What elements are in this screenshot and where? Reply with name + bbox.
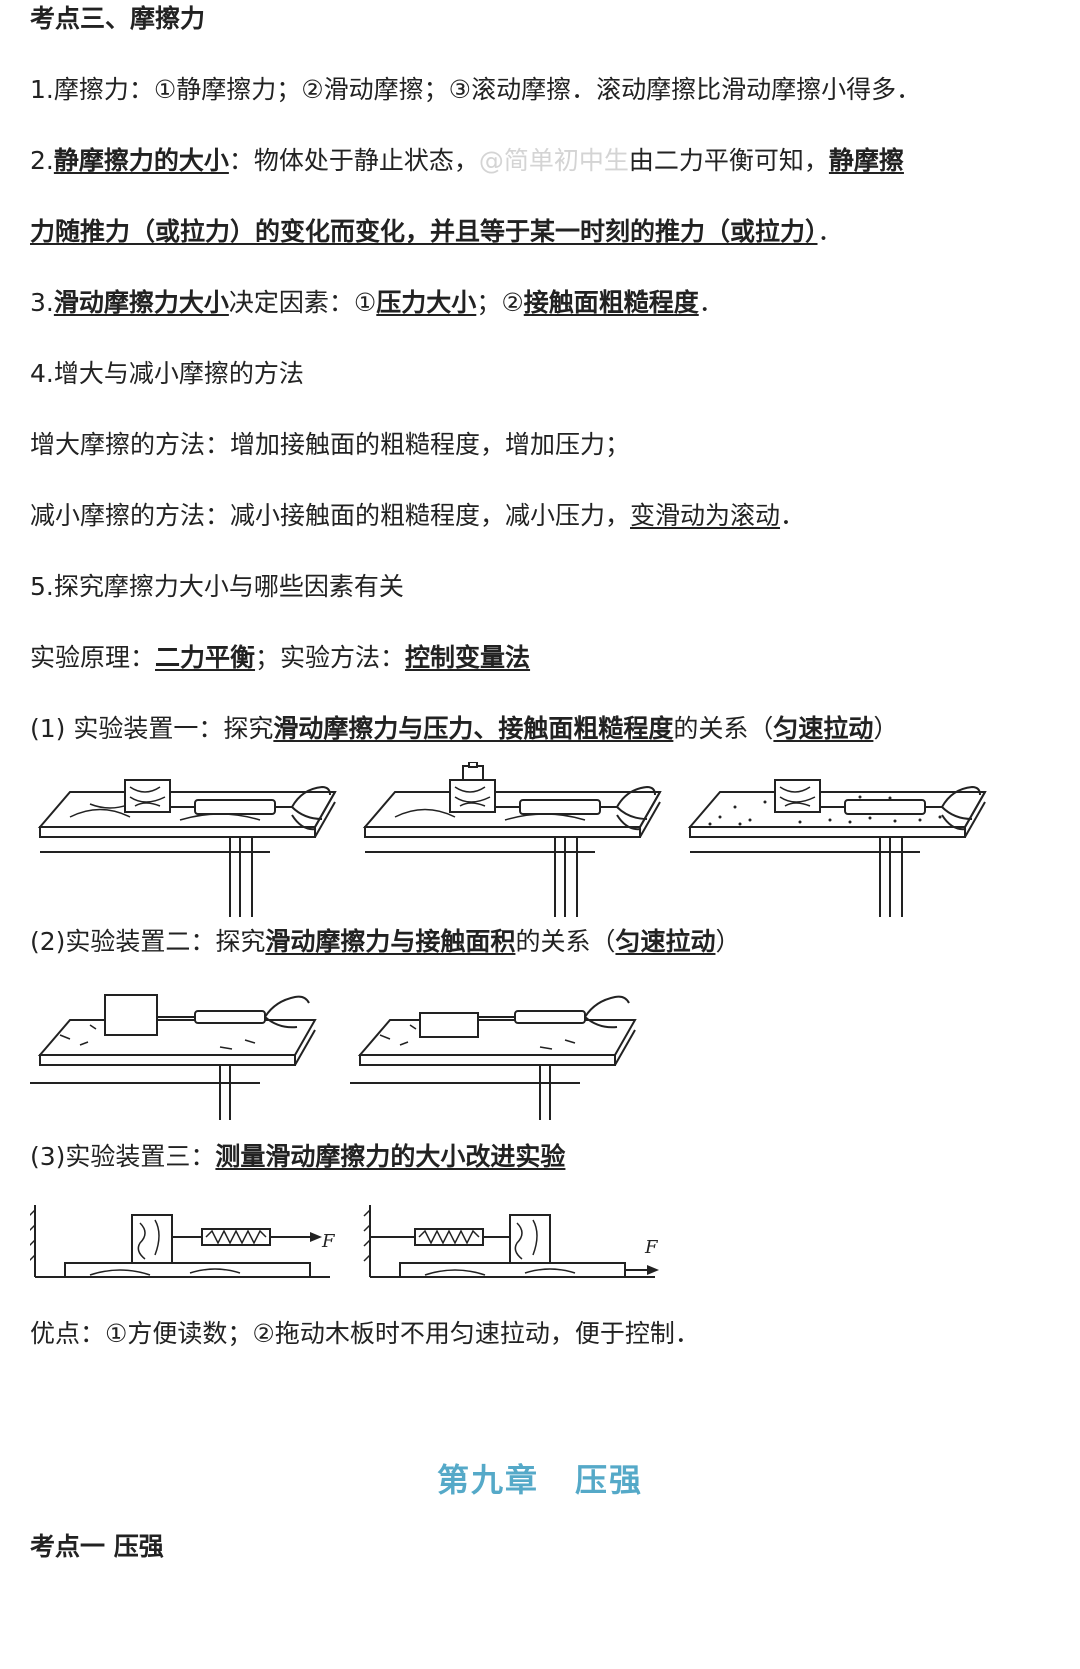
decrease-emphasis: 变滑动为滚动 [630,501,781,530]
exp1-mid: 的关系（ [673,714,774,743]
exp2-prefix: (2)实验装置二：探究 [30,927,266,956]
point-3-prefix: 3. [30,288,54,317]
chapter-title: 压强 [575,1461,644,1499]
chapter-number: 第九章 [436,1461,539,1499]
increase-friction: 增大摩擦的方法：增加接触面的粗糙程度，增加压力； [30,430,631,459]
method-value: 控制变量法 [405,643,531,672]
point-2-line-1: 2.静摩擦力的大小：物体处于静止状态，@简单初中生由二力平衡可知，静摩擦 [30,144,904,178]
exp1-prefix: (1) 实验装置一：探究 [30,714,274,743]
static-friction-term: 静摩擦力的大小 [53,146,229,175]
decrease-text: 减小摩擦的方法：减小接触面的粗糙程度，减小压力， [30,501,631,530]
experiment-3-caption: (3)实验装置三：测量滑动摩擦力的大小改进实验 [30,1140,565,1174]
experiment-principle: 实验原理：二力平衡；实验方法：控制变量法 [30,641,530,675]
experiment-2-figure [30,994,636,1121]
setup-rough-surface [689,779,986,918]
point-2-text-1: ：物体处于静止状态， [228,146,479,175]
exp2-emphasis-2: 匀速拉动 [615,927,716,956]
point-3: 3.滑动摩擦力大小决定因素：①压力大小；②接触面粗糙程度． [30,286,724,320]
point-2-end: ． [817,217,843,246]
exp1-emphasis-2: 匀速拉动 [773,714,874,743]
experiment-3-figure: F F [30,1205,659,1278]
section-heading: 考点三、摩擦力 [30,4,206,33]
sliding-friction-term: 滑动摩擦力大小 [53,288,229,317]
exp3-emphasis: 测量滑动摩擦力的大小改进实验 [215,1142,566,1171]
watermark: @简单初中生 [478,146,629,175]
point-3-end: ． [698,288,724,317]
point-2-emphasis-2: 力随推力（或拉力）的变化而变化，并且等于某一时刻的推力（或拉力） [30,217,818,246]
setup-wood-surface [39,779,336,918]
point-5: 5.探究摩擦力大小与哪些因素有关 [30,572,404,601]
point-2-text-2: 由二力平衡可知， [628,146,829,175]
force-label-1: F [321,1231,336,1252]
decrease-end: ． [780,501,806,530]
factor-roughness: 接触面粗糙程度 [523,288,699,317]
point-2-prefix: 2. [30,146,54,175]
method-label: ；实验方法： [255,643,406,672]
point-4: 4.增大与减小摩擦的方法 [30,359,304,388]
exp2-mid: 的关系（ [515,927,616,956]
principle-label: 实验原理： [30,643,156,672]
setup-fixed-spring: F [30,1205,336,1278]
experiment-2-caption: (2)实验装置二：探究滑动摩擦力与接触面积的关系（匀速拉动） [30,925,740,959]
experiment-1-caption: (1) 实验装置一：探究滑动摩擦力与压力、接触面粗糙程度的关系（匀速拉动） [30,712,898,746]
setup-upright-block [30,994,316,1121]
principle-value: 二力平衡 [155,643,256,672]
experiment-1-figure [39,762,986,918]
setup-flat-block [349,995,636,1121]
exp1-emphasis: 滑动摩擦力与压力、接触面粗糙程度 [273,714,674,743]
point-3-text-2: ；② [476,288,524,317]
advantages: 优点：①方便读数；②拖动木板时不用匀速拉动，便于控制． [30,1319,700,1348]
decrease-friction: 减小摩擦的方法：减小接触面的粗糙程度，减小压力，变滑动为滚动． [30,499,805,533]
setup-added-weight [364,762,661,918]
exp3-prefix: (3)实验装置三： [30,1142,216,1171]
factor-pressure: 压力大小 [376,288,477,317]
point-2-emphasis-1: 静摩擦 [828,146,904,175]
exp2-emphasis: 滑动摩擦力与接触面积 [265,927,516,956]
next-section-heading: 考点一 压强 [30,1532,164,1561]
point-3-text-1: 决定因素：① [228,288,377,317]
point-1: 1.摩擦力：①静摩擦力；②滑动摩擦；③滚动摩擦．滚动摩擦比滑动摩擦小得多． [30,75,922,104]
force-label-2: F [644,1237,659,1258]
setup-fixed-block: F [363,1205,659,1278]
exp2-end: ） [715,927,741,956]
point-2-line-2: 力随推力（或拉力）的变化而变化，并且等于某一时刻的推力（或拉力）． [30,215,843,249]
exp1-end: ） [873,714,899,743]
chapter-heading: 第九章压强 [0,1455,1080,1501]
